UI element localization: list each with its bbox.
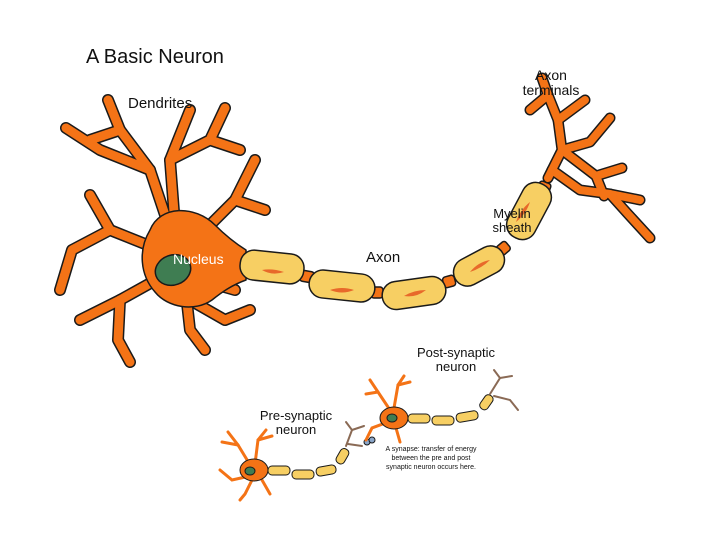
post-synaptic-neuron-illustration [364,369,519,444]
post-synaptic-label: Post-synaptic neuron [416,345,496,375]
myelin-marks [262,202,530,297]
diagram-title: A Basic Neuron [86,46,224,68]
axon-label: Axon [366,249,401,266]
nucleus-label: Nucleus [173,251,224,267]
dendrites-label: Dendrites [128,95,193,112]
main-neuron [54,72,656,368]
axon-terminals-illustration [524,72,656,244]
synapse-note: A synapse: transfer of energy between th… [385,446,477,471]
pre-synaptic-neuron-illustration [218,421,376,502]
pre-synaptic-label: Pre-synaptic neuron [259,408,333,438]
nucleus-shape [154,253,192,287]
myelin-sheath-label: Myelin sheath [492,206,532,236]
axon-terminals-label: Axon terminals [522,67,580,99]
